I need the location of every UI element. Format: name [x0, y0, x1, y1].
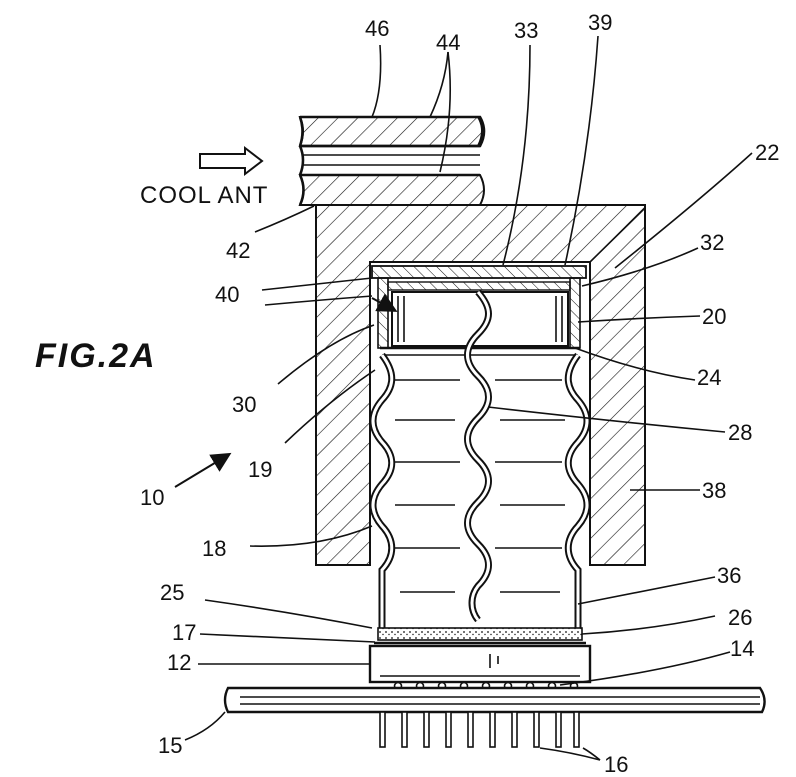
label-33: 33	[514, 18, 538, 43]
label-14: 14	[730, 636, 754, 661]
coolant-arrow-icon	[199, 145, 264, 177]
coolant-label: COOL ANT	[140, 182, 268, 209]
label-38: 38	[702, 478, 726, 503]
label-18: 18	[202, 536, 226, 561]
label-28: 28	[728, 420, 752, 445]
label-15: 15	[158, 733, 182, 758]
cold-plate	[298, 115, 486, 206]
label-19: 19	[248, 457, 272, 482]
substrate-board	[223, 686, 766, 714]
label-44: 44	[436, 30, 460, 55]
reference-numerals: 46 44 33 39 22 32 20 24 28 38 36 26 14 1…	[140, 10, 779, 777]
bond-layer	[374, 627, 586, 645]
connector-pins	[379, 711, 580, 748]
heat-sink-block	[315, 204, 646, 566]
label-22: 22	[755, 140, 779, 165]
leader-lines	[184, 35, 753, 761]
label-39: 39	[588, 10, 612, 35]
label-26: 26	[728, 605, 752, 630]
label-30: 30	[232, 392, 256, 417]
label-20: 20	[702, 304, 726, 329]
label-10: 10	[140, 485, 164, 510]
label-17: 17	[172, 620, 196, 645]
label-25: 25	[160, 580, 184, 605]
figure-title: FIG.2A	[35, 337, 157, 375]
pointer-arrows	[174, 293, 398, 488]
label-24: 24	[697, 365, 721, 390]
label-42: 42	[226, 238, 250, 263]
chip	[368, 644, 592, 684]
label-12: 12	[167, 650, 191, 675]
label-32: 32	[700, 230, 724, 255]
label-36: 36	[717, 563, 741, 588]
label-46: 46	[365, 16, 389, 41]
label-16: 16	[604, 752, 628, 777]
bellows-can	[369, 289, 591, 628]
label-40: 40	[215, 282, 239, 307]
